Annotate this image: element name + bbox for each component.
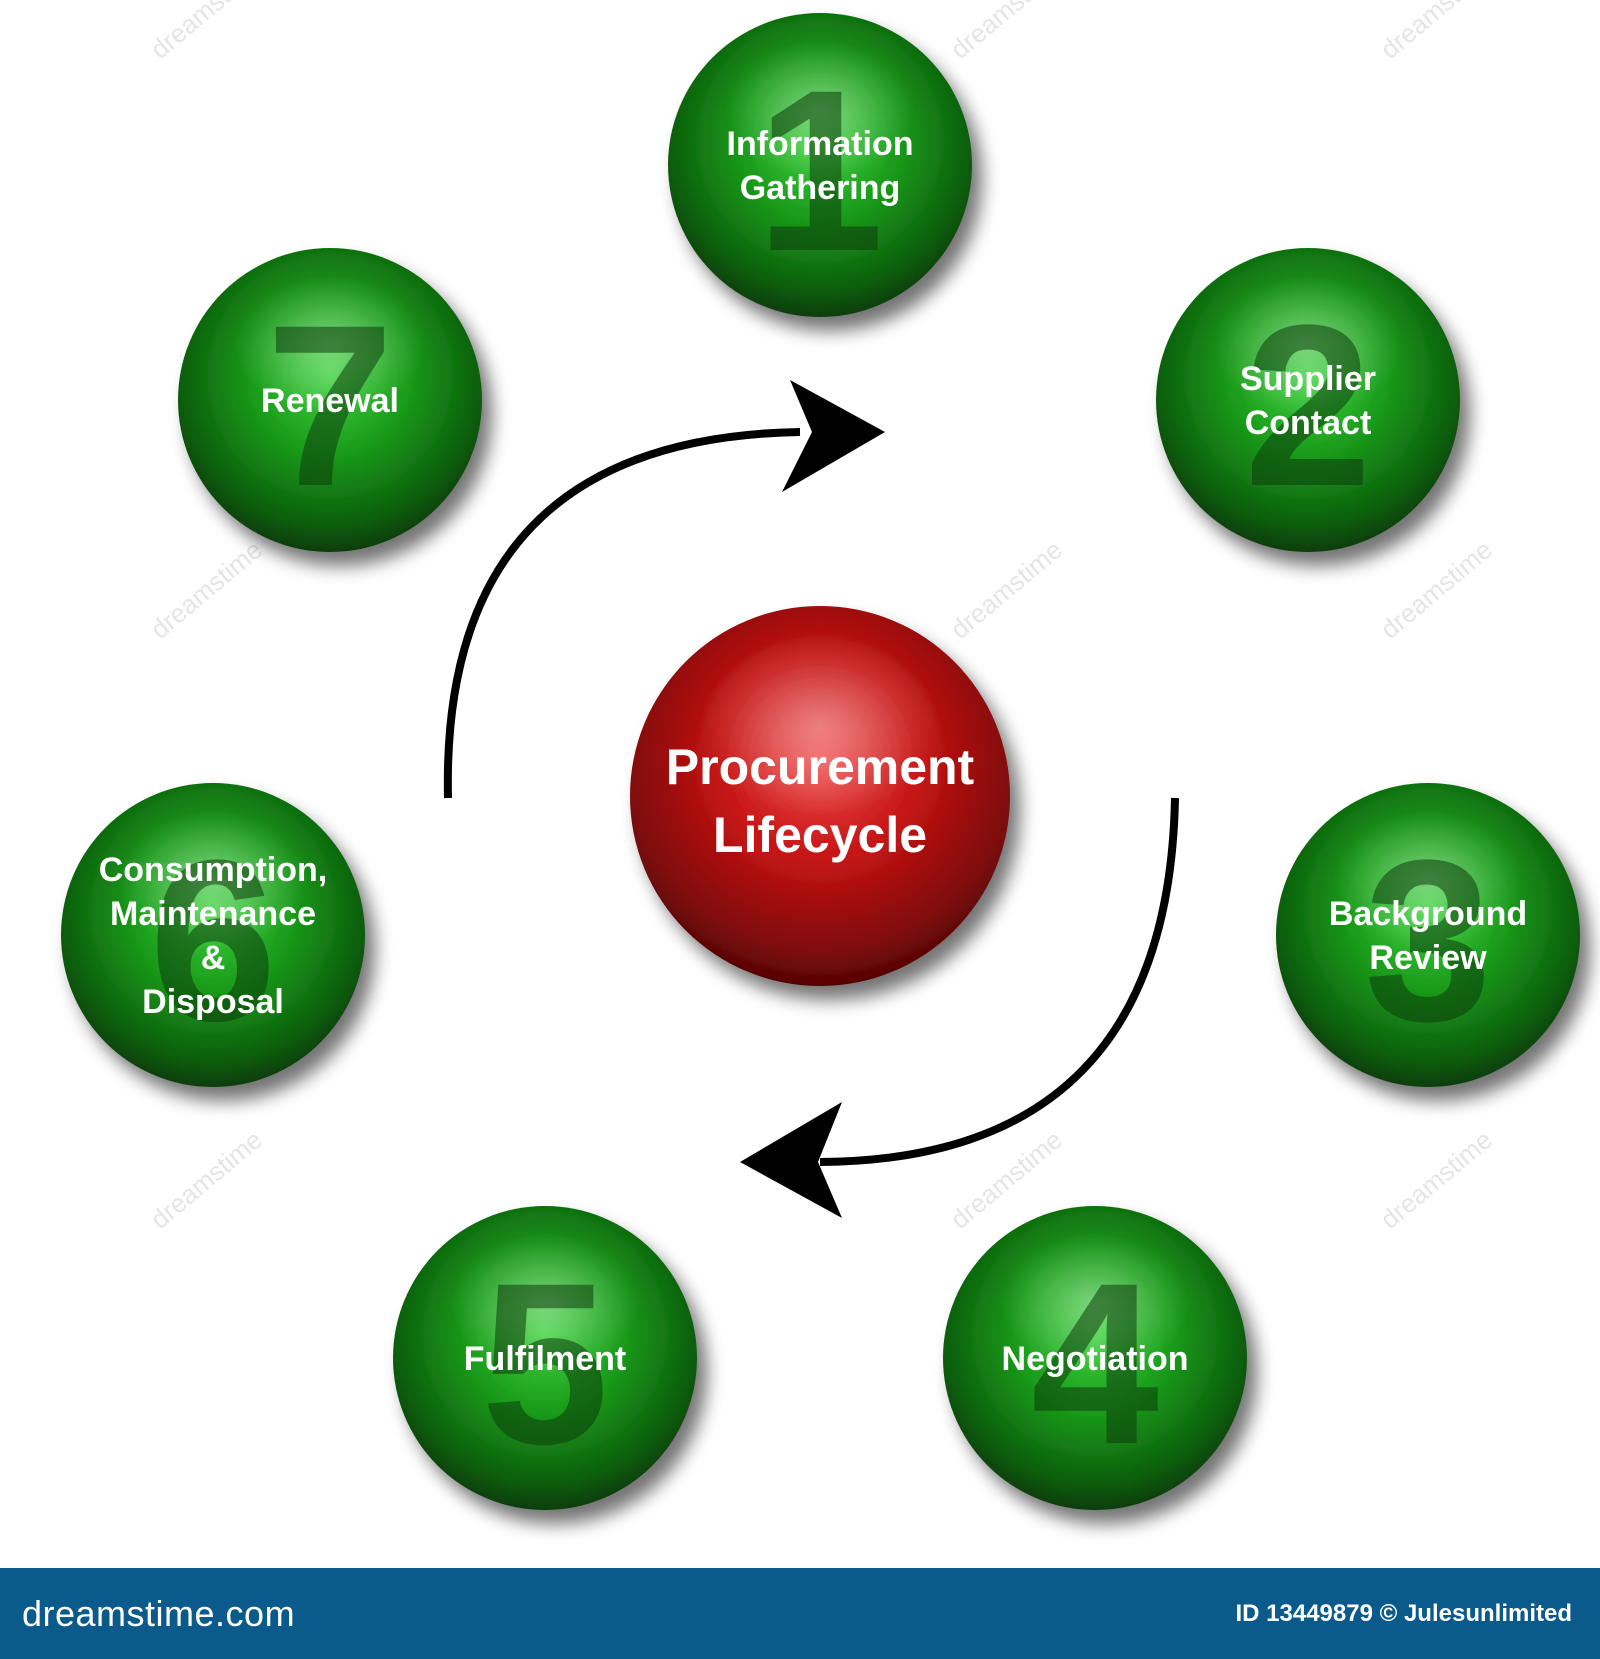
arrow-upper-left	[443, 428, 801, 799]
stage-label-line: Contact	[1245, 404, 1372, 442]
stage-shine	[1000, 1233, 1190, 1373]
stage-number: 2	[1244, 277, 1372, 534]
stage-shine	[1213, 275, 1403, 415]
center-title-line1: Procurement	[666, 739, 975, 795]
footer-brand: dreamstime.com	[22, 1592, 296, 1634]
procurement-lifecycle-diagram: dreamstime dreamstime dreamstime dreamstime…	[61, 0, 1580, 1510]
stage-number: 1	[756, 42, 884, 299]
stage-label-line: &	[201, 939, 226, 977]
stage-label-line: Fulfilment	[464, 1340, 626, 1378]
stage-label-line: Negotiation	[1002, 1340, 1189, 1378]
stage-number: 7	[266, 277, 394, 534]
stage-shine	[1333, 810, 1523, 950]
stage-shine	[235, 275, 425, 415]
stage-label-line: Maintenance	[110, 895, 316, 933]
watermark-stamp: dreamstime	[945, 0, 1068, 65]
watermark-stamp: dreamstime	[145, 534, 268, 644]
watermark-stamp: dreamstime	[1375, 1124, 1498, 1234]
center-title-line2: Lifecycle	[713, 807, 927, 863]
arrow-head-lower	[740, 1102, 842, 1218]
watermark-stamp: dreamstime	[145, 1124, 268, 1234]
stage-label-line: Consumption,	[99, 851, 328, 889]
watermark-stamp: dreamstime	[1375, 534, 1498, 644]
watermark-stamp: dreamstime	[945, 534, 1068, 644]
stage-number: 4	[1031, 1235, 1159, 1492]
stage-label-line: Information	[727, 125, 914, 163]
stage-shine	[118, 810, 308, 950]
center-shine	[700, 636, 940, 816]
stage-label-line: Gathering	[740, 169, 901, 207]
stage-label-line: Disposal	[142, 983, 284, 1021]
watermark-stamp: dreamstime	[145, 0, 268, 65]
stage-label-line: Supplier	[1240, 360, 1376, 398]
center-node: Procurement Lifecycle	[630, 606, 1010, 986]
arrow-lower-right	[819, 797, 1179, 1166]
footer-bar: dreamstime.com ID 13449879 © Julesunlimi…	[0, 1568, 1600, 1659]
stage-number: 6	[149, 812, 277, 1069]
stage-shine	[450, 1233, 640, 1373]
watermark-stamp: dreamstime	[1375, 0, 1498, 65]
stage-label-line: Background	[1329, 895, 1527, 933]
arrow-head-upper	[782, 380, 885, 492]
stage-number: 5	[481, 1235, 609, 1492]
stage-label-line: Renewal	[261, 382, 399, 420]
stage-number: 3	[1364, 812, 1492, 1069]
stage-label-line: Review	[1369, 939, 1487, 977]
footer-image-id: ID 13449879 © Julesunlimited	[1235, 1599, 1572, 1627]
cycle-arrows	[443, 380, 1179, 1218]
stage-shine	[725, 40, 915, 180]
